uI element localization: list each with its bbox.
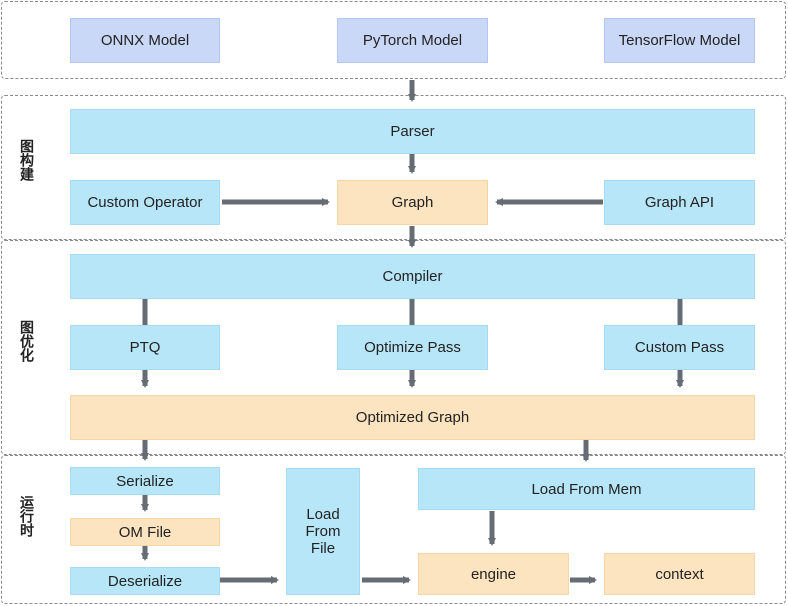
graph-build-section: [1, 95, 786, 240]
stage-label-text: 图优化: [18, 320, 34, 362]
tensorflow-model-box: TensorFlow Model: [604, 18, 755, 63]
arrow-group: [141, 80, 684, 584]
deserialize-label: Deserialize: [107, 572, 183, 590]
ptq-label: PTQ: [129, 339, 161, 356]
parser-label: Parser: [390, 123, 435, 140]
context-label: context: [655, 565, 704, 583]
stage-label-text: 图构建: [18, 139, 34, 181]
context-box: context: [604, 553, 755, 595]
parser-box: Parser: [70, 109, 755, 154]
load-from-mem-box: Load From Mem: [418, 468, 755, 510]
ptq-box: PTQ: [70, 325, 220, 370]
custom-operator-box: Custom Operator: [70, 180, 220, 225]
optimize-pass-box: Optimize Pass: [337, 325, 488, 370]
graph-optimize-section: [1, 240, 786, 455]
optimized-graph-box: Optimized Graph: [70, 395, 755, 440]
runtime-stage-label: 运行时: [16, 495, 36, 537]
engine-label: engine: [470, 565, 517, 583]
graph-api-box: Graph API: [604, 180, 755, 225]
om-file-label: OM File: [118, 523, 172, 541]
serialize-label: Serialize: [116, 472, 174, 490]
custom-operator-label: Custom Operator: [87, 194, 203, 211]
graph-box: Graph: [337, 180, 488, 225]
graph-api-label: Graph API: [644, 194, 715, 211]
custom-pass-label: Custom Pass: [634, 339, 725, 356]
stage-label-text: 运行时: [18, 495, 34, 537]
optimized-graph-label: Optimized Graph: [355, 409, 470, 426]
graph-build-stage-label: 图构建: [16, 139, 36, 181]
custom-pass-box: Custom Pass: [604, 325, 755, 370]
model-input-section: [1, 1, 786, 79]
load-from-file-label: Load From File: [305, 506, 341, 557]
graph-optimize-stage-label: 图优化: [16, 320, 36, 362]
pytorch-model-box: PyTorch Model: [337, 18, 488, 63]
onnx-model-box: ONNX Model: [70, 18, 220, 63]
serialize-box: Serialize: [70, 467, 220, 495]
load-from-mem-label: Load From Mem: [531, 480, 642, 498]
onnx-model-label: ONNX Model: [100, 32, 190, 49]
runtime-section: [1, 455, 786, 604]
om-file-box: OM File: [70, 518, 220, 546]
deserialize-box: Deserialize: [70, 567, 220, 595]
optimize-pass-label: Optimize Pass: [364, 339, 461, 356]
pytorch-model-label: PyTorch Model: [362, 32, 463, 49]
engine-box: engine: [418, 553, 569, 595]
compiler-label: Compiler: [382, 268, 443, 285]
tensorflow-model-label: TensorFlow Model: [618, 32, 741, 49]
load-from-file-box: Load From File: [286, 468, 360, 595]
graph-label: Graph: [391, 194, 434, 211]
compiler-box: Compiler: [70, 254, 755, 299]
